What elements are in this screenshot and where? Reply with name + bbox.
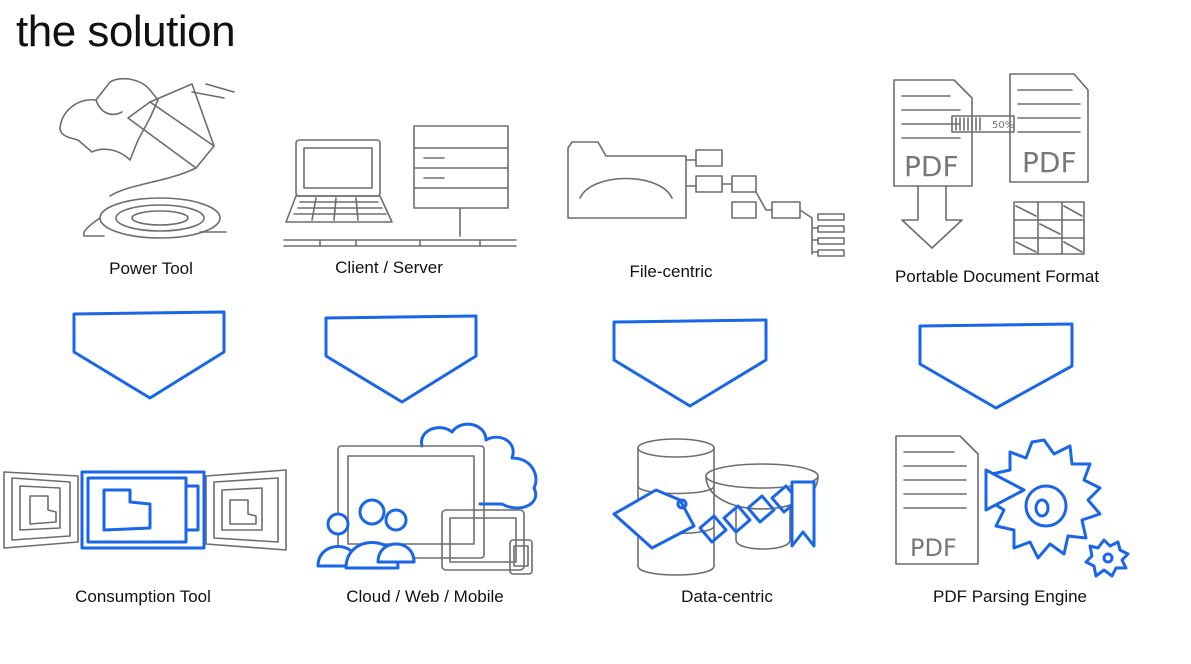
cloud-devices-icon	[316, 422, 538, 575]
pdf-text: PDF	[1022, 146, 1077, 179]
label-data-centric: Data-centric	[681, 587, 773, 606]
pdf-text: PDF	[904, 150, 959, 183]
pdf-documents-icon: PDF PDF 50%	[893, 73, 1089, 255]
folder-tree-icon	[567, 141, 845, 257]
power-plug-icon	[59, 77, 235, 239]
database-link-icon	[612, 438, 819, 576]
label-consumption-tool: Consumption Tool	[75, 587, 211, 606]
label-power-tool: Power Tool	[109, 259, 193, 278]
pdf-gear-icon: PDF	[895, 435, 1130, 578]
transition-arrow	[918, 322, 1074, 410]
transition-arrow	[72, 310, 226, 400]
pdf-text: PDF	[910, 534, 957, 562]
transition-arrow	[324, 314, 478, 404]
label-file-centric: File-centric	[629, 262, 713, 281]
client-server-icon	[283, 125, 517, 247]
label-client-server: Client / Server	[335, 258, 443, 277]
label-pdf-parsing-engine: PDF Parsing Engine	[932, 587, 1088, 606]
filmstrip-icon	[3, 469, 287, 551]
label-portable-document-format: Portable Document Format	[894, 267, 1100, 286]
label-cloud-web-mobile: Cloud / Web / Mobile	[346, 587, 504, 606]
progress-text: 50%	[992, 120, 1014, 131]
page-title: the solution	[16, 7, 236, 56]
transition-arrow	[612, 318, 768, 408]
